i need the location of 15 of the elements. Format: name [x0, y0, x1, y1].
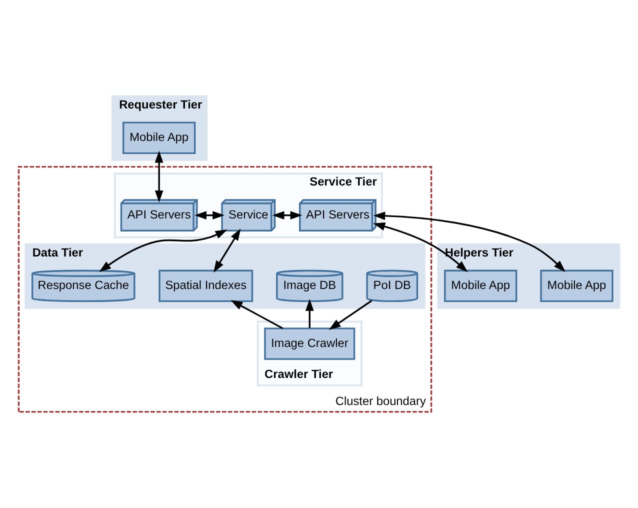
node-box: Mobile App: [444, 270, 518, 302]
arrow: [194, 211, 225, 220]
arrow: [328, 300, 372, 330]
node-box: Image Crawler: [264, 328, 356, 360]
arrow: [214, 228, 241, 273]
arrow: [272, 211, 302, 220]
node-box: Mobile App: [122, 122, 196, 154]
arrow: [305, 298, 314, 328]
node-box: Mobile App: [540, 270, 614, 302]
arrow: [373, 212, 566, 272]
arrow: [373, 222, 468, 272]
node-box: Spatial Indexes: [158, 270, 254, 302]
arrow: [154, 150, 164, 202]
arrow: [230, 300, 284, 330]
arrow: [99, 230, 228, 272]
